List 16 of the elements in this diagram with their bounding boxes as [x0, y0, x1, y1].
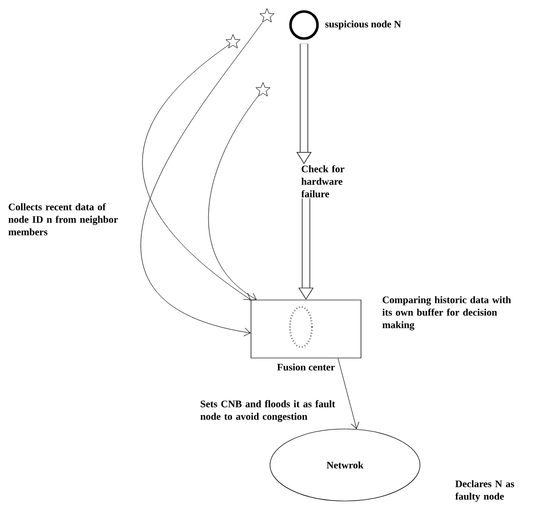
- arrow: [208, 96, 259, 300]
- note-text: Declares N as faulty node: [455, 480, 514, 502]
- star-icon: [256, 82, 270, 96]
- arrow: [338, 358, 360, 429]
- note-text: Sets CNB and floods it as fault node to avoid congestion: [200, 400, 336, 422]
- step-text: Check for hardware failure: [301, 165, 344, 198]
- note-text: Collects recent data of node ID n from neighbor members: [8, 203, 118, 236]
- note-text: Comparing historic data with its own buffer for decision making: [382, 296, 511, 330]
- circle-symbol: [289, 10, 319, 40]
- node-label: Fusion center: [277, 363, 335, 371]
- node-caption: suspicious node N: [325, 20, 401, 30]
- arrow: [142, 44, 251, 300]
- star-icon: [226, 34, 240, 48]
- arrow: [141, 22, 263, 336]
- star-icon: [260, 8, 274, 22]
- fusion-center-box: Fusion center: [250, 300, 362, 371]
